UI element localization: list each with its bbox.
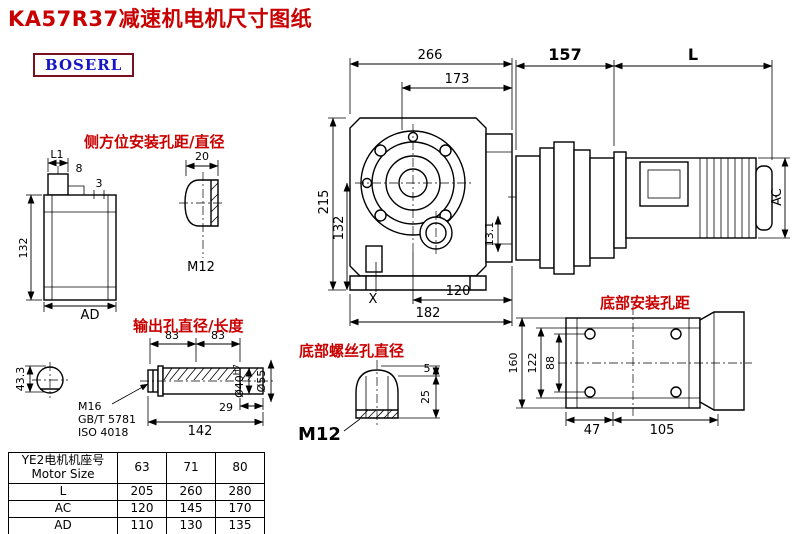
dim-bottom-160: 160 [507, 353, 520, 374]
motor-side-dimensions: 157 L AC [515, 45, 790, 239]
dim-bottom-122: 122 [526, 353, 539, 374]
dim-front-width-total: 266 [418, 48, 443, 63]
table-size-label-en: Motor Size [31, 467, 95, 481]
output-shaft-dimensions: 83 83 29 142 M16 GB/T 5781 ISO 4018 Ø40H… [78, 329, 275, 439]
dim-shaft-43: 43.3 [14, 367, 27, 392]
dim-adapter-length: 157 [548, 45, 581, 64]
table-row-AC-label: AC [8, 500, 118, 518]
table-row-L-label: L [8, 483, 118, 501]
dim-left-height: 132 [17, 238, 30, 259]
page-title: KA57R37减速机电机尺寸图纸 [8, 7, 313, 31]
left-side-view [43, 166, 117, 301]
shaft-hatch [163, 367, 259, 381]
front-view-dimensions: 266 173 215 132 120 182 13.1 X [317, 48, 513, 326]
bottom-mount-dimensions: 160 122 88 47 105 [507, 317, 719, 438]
dim-shaft-bore: Ø40H7 [232, 364, 246, 398]
side-hole-hatch [210, 182, 219, 224]
dim-left-ad: AD [81, 308, 100, 323]
motor-cooling-fins [699, 158, 750, 238]
label-standard-iso: ISO 4018 [78, 426, 128, 439]
dim-front-offset: 13.1 [483, 222, 496, 247]
table-cell: 145 [166, 500, 216, 518]
bottom-screw-detail: M12 5 25 [298, 360, 440, 445]
side-hole-detail: 20 M12 [179, 150, 225, 275]
dim-bottom-screw-thread: M12 [298, 424, 341, 445]
table-size-label: YE2电机机座号 Motor Size [8, 452, 118, 484]
left-side-dimensions: L1 8 3 132 AD [17, 148, 117, 323]
terminal-box [639, 161, 689, 207]
table-cell: 170 [215, 500, 265, 518]
dim-motor-length: L [688, 45, 698, 64]
screw-hatch [359, 409, 399, 419]
dim-bottom-screw-25: 25 [419, 390, 432, 404]
dim-front-base-width: 182 [416, 306, 441, 321]
dim-front-width-flange: 173 [445, 72, 470, 87]
table-cell: 130 [166, 517, 216, 534]
dim-left-l1: L1 [50, 148, 63, 161]
table-cell: 110 [117, 517, 167, 534]
motor-side-view [508, 141, 780, 275]
dim-shaft-dia: Ø55 [255, 370, 268, 393]
fan-cover [755, 165, 773, 231]
annotation-side-mount: 侧方位安装孔距/直径 [84, 133, 224, 151]
annotation-bottom-mount: 底部安装孔距 [600, 294, 690, 312]
dim-bottom-88: 88 [544, 356, 557, 370]
dim-side-hole-thread: M12 [187, 260, 215, 275]
dim-bottom-screw-5: 5 [424, 362, 431, 375]
motor-size-table: YE2电机机座号 Motor Size 63 71 80 L 205 260 2… [8, 452, 265, 534]
table-size-63: 63 [117, 452, 167, 484]
table-cell: 205 [117, 483, 167, 501]
dim-shaft-83b: 83 [211, 329, 225, 342]
dim-bottom-105: 105 [650, 423, 675, 438]
label-standard-gb: GB/T 5781 [78, 413, 136, 426]
table-size-label-cn: YE2电机机座号 [21, 453, 105, 468]
table-cell: 135 [215, 517, 265, 534]
dim-front-height-center: 132 [332, 216, 347, 241]
dim-motor-diameter: AC [770, 188, 785, 206]
dim-shaft-142: 142 [188, 424, 213, 439]
brand-logo: BOSERL [33, 53, 135, 77]
dim-left-3: 3 [96, 177, 103, 190]
label-bolt-thread: M16 [78, 400, 102, 413]
dim-front-height-total: 215 [317, 190, 332, 215]
dim-front-foot-span: 120 [446, 284, 471, 299]
table-cell: 280 [215, 483, 265, 501]
bottom-mount-view [558, 306, 752, 416]
table-header-row: YE2电机机座号 Motor Size 63 71 80 [8, 452, 265, 484]
table-size-71: 71 [166, 452, 216, 484]
dim-front-x-mark: X [369, 292, 378, 307]
table-row-L: L 205 260 280 [8, 483, 265, 501]
table-row-AD-label: AD [8, 517, 118, 534]
front-view [349, 117, 513, 292]
annotation-bottom-screw: 底部螺丝孔直径 [299, 342, 404, 360]
dim-bottom-47: 47 [584, 423, 601, 438]
dim-left-8: 8 [76, 162, 83, 175]
table-row-AD: AD 110 130 135 [8, 517, 265, 534]
table-cell: 120 [117, 500, 167, 518]
annotation-output-hole: 输出孔直径/长度 [133, 317, 244, 335]
table-size-80: 80 [215, 452, 265, 484]
dim-side-hole-width: 20 [195, 150, 209, 163]
table-row-AC: AC 120 145 170 [8, 500, 265, 518]
dim-shaft-83a: 83 [165, 329, 179, 342]
dim-shaft-29: 29 [219, 401, 233, 414]
table-cell: 260 [166, 483, 216, 501]
